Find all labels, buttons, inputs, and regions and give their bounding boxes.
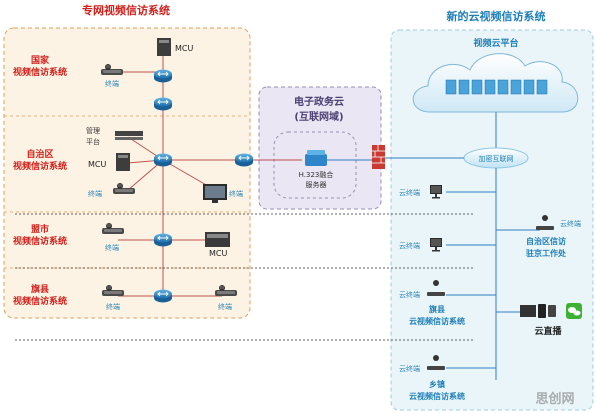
beijing-office-line1: 自治区信访	[526, 236, 566, 246]
cloud-servers	[445, 79, 548, 95]
cloud-terminal-1-label: 云终端	[399, 188, 420, 197]
h323-server	[305, 150, 327, 166]
mgmt-platform-device	[115, 131, 143, 140]
level-banner-line2: 视频信访系统	[13, 295, 67, 307]
middle-panel-title-1: 电子政务云	[294, 95, 344, 108]
mgmt-platform-label-1: 管理	[86, 126, 100, 135]
live-stream-devices	[520, 304, 556, 318]
encrypted-internet-label: 加密互联网	[479, 154, 514, 163]
township-cloud-line2: 云视频信访系统	[409, 391, 465, 401]
middle-panel-title-2: (互联网域)	[294, 110, 343, 123]
mcu-region-label: MCU	[88, 160, 106, 169]
terminal-banner-right-label: 终端	[218, 302, 232, 311]
level-league-line2: 视频信访系统	[13, 235, 67, 247]
terminal-league-label: 终端	[105, 243, 119, 252]
level-region-line1: 自治区	[26, 148, 53, 160]
router-banner	[153, 289, 173, 303]
terminal-region-left-label: 终端	[88, 189, 102, 198]
level-separators	[15, 213, 475, 341]
left-panel	[3, 27, 251, 319]
mcu-league-label: MCU	[209, 249, 227, 258]
terminal-region-right	[203, 184, 227, 203]
mgmt-platform-label-2: 平台	[86, 137, 100, 146]
banner-cloud-line2: 云视频信访系统	[409, 316, 465, 326]
township-cloud-line1: 乡镇	[429, 379, 445, 389]
live-label: 云直播	[534, 325, 562, 337]
terminal-region-right-label: 终端	[229, 189, 243, 198]
cloud-terminal-4-label: 云终端	[399, 364, 420, 373]
router-national-2	[153, 97, 173, 111]
beijing-office-line2: 驻京工作处	[526, 248, 567, 258]
mcu-region	[116, 153, 130, 171]
middle-panel	[258, 86, 382, 210]
watermark: 思创网	[535, 391, 574, 407]
cloud-links	[446, 168, 540, 380]
cloud-terminal-3	[427, 280, 445, 296]
router-edge	[234, 153, 254, 167]
firewall-icon	[372, 145, 385, 169]
cloud-platform-icon	[412, 53, 579, 113]
cloud-terminal-3-label: 云终端	[399, 290, 420, 299]
wechat-icon	[566, 303, 582, 319]
level-national-line2: 视频信访系统	[13, 66, 67, 78]
cloud-terminal-5	[536, 215, 554, 230]
cloud-platform-label: 视频云平台	[473, 37, 518, 49]
terminal-banner-left-label: 终端	[106, 302, 120, 311]
mcu-national-label: MCU	[175, 44, 193, 53]
router-region	[153, 153, 173, 167]
level-banner-line1: 旗县	[31, 283, 49, 295]
left-panel-title: 专网视频信访系统	[82, 3, 170, 17]
router-national	[153, 69, 173, 83]
cloud-terminal-4	[427, 355, 445, 370]
h323-server-label-1: H.323融合	[299, 170, 334, 179]
h323-server-label-2: 服务器	[306, 180, 327, 189]
level-national-line1: 国家	[31, 54, 50, 66]
level-league-line1: 盟市	[31, 223, 49, 235]
mcu-league	[205, 232, 230, 247]
right-panel-title: 新的云视频信访系统	[447, 9, 546, 23]
banner-cloud-line1: 旗县	[429, 304, 445, 314]
router-league	[153, 233, 173, 247]
cloud-terminal-2-label: 云终端	[399, 241, 420, 250]
cloud-terminal-5-label: 云终端	[560, 219, 581, 228]
level-region-line2: 视频信访系统	[13, 160, 67, 172]
mcu-national	[157, 38, 171, 56]
terminal-national-label: 终端	[105, 79, 119, 88]
